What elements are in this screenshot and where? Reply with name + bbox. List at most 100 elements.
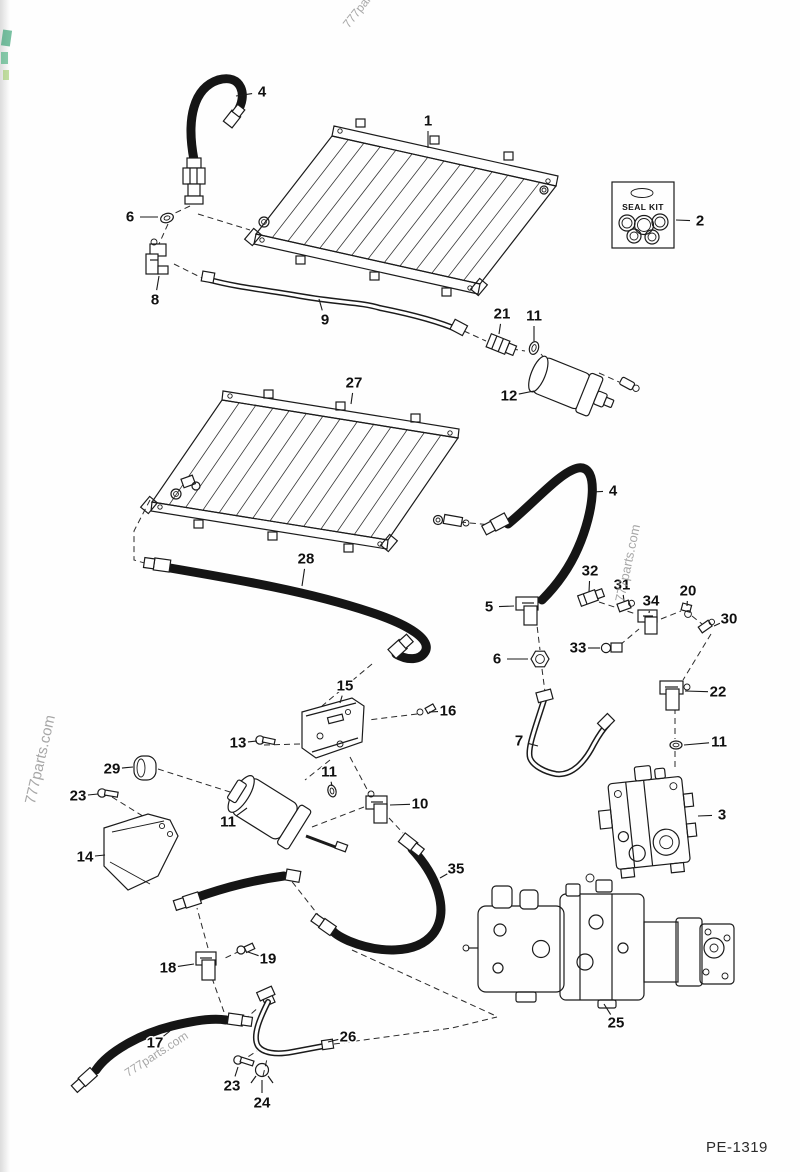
callout-34: 34 [643, 593, 660, 610]
fitting-32 [576, 587, 606, 608]
callout-10: 10 [412, 796, 429, 813]
callout-leader-18 [177, 963, 195, 968]
clip-16 [416, 703, 437, 716]
callout-12: 12 [501, 388, 518, 405]
hose-17 [70, 1012, 254, 1094]
plug-30 [697, 618, 715, 634]
callout-4: 4 [609, 483, 618, 500]
filter-drain-fitting [334, 840, 349, 853]
callout-26: 26 [340, 1029, 357, 1046]
seal-kit-box: SEAL KIT [611, 181, 675, 249]
callout-16: 16 [440, 703, 457, 720]
callout-23: 23 [224, 1078, 241, 1095]
oil-cooler-upper [243, 118, 559, 297]
callout-32: 32 [582, 563, 599, 580]
callout-leader-4 [591, 490, 604, 493]
callout-leader-3 [697, 814, 713, 817]
elbow-fitting-34 [637, 609, 658, 635]
callout-leader-23 [87, 793, 99, 796]
callout-leader-27 [350, 392, 354, 405]
callout-leader-11 [330, 781, 333, 787]
callout-leader-14 [94, 854, 106, 857]
callout-11: 11 [526, 308, 542, 325]
callout-30: 30 [721, 611, 738, 628]
steel-tube-7 [526, 688, 616, 778]
plug-20 [680, 602, 693, 618]
callout-3: 3 [718, 807, 726, 824]
callout-leader-5 [498, 605, 515, 608]
callout-leader-22 [684, 690, 709, 693]
callout-leader-8 [156, 275, 160, 291]
scan-artifact [1, 52, 8, 64]
cap-29 [133, 755, 157, 781]
oil-cooler-lower [139, 389, 470, 553]
elbow-fitting-8 [145, 238, 169, 275]
callout-2: 2 [696, 213, 704, 230]
callout-33: 33 [570, 640, 587, 657]
callout-11: 11 [711, 734, 727, 751]
callout-leader-31 [622, 594, 625, 602]
callout-leader-12 [518, 390, 535, 395]
callout-9: 9 [321, 312, 329, 329]
callout-27: 27 [346, 375, 363, 392]
seal-kit-label: SEAL KIT [622, 202, 664, 212]
callout-leader-19 [247, 951, 259, 957]
callout-leader-13 [247, 740, 258, 743]
hydrostatic-pump-25 [462, 873, 735, 1009]
callout-31: 31 [614, 577, 631, 594]
elbow-fitting-22 [659, 680, 691, 711]
bolt-23-lower [233, 1055, 255, 1067]
callout-4: 4 [258, 84, 267, 101]
callout-11: 11 [321, 764, 337, 781]
seal-ring-6-upper [160, 212, 174, 224]
callout-18: 18 [160, 960, 177, 977]
washer-11-mid-a [327, 784, 337, 798]
callout-leader-32 [588, 580, 591, 593]
callout-8: 8 [151, 292, 159, 309]
fitting-21 [485, 332, 518, 357]
steel-tube-9 [200, 270, 469, 337]
callout-23: 23 [70, 788, 87, 805]
fitting-31 [616, 599, 635, 613]
callout-25: 25 [608, 1015, 625, 1032]
callout-leader-17 [162, 1030, 171, 1038]
callout-leader-11 [235, 807, 248, 817]
callout-leader-15 [339, 695, 343, 704]
callout-leader-23 [234, 1066, 239, 1077]
filter-drain-tube [305, 834, 339, 850]
bolt-23-upper [97, 788, 119, 798]
nut-6-middle [530, 650, 550, 668]
callout-19: 19 [260, 951, 277, 968]
callout-1: 1 [424, 113, 432, 130]
plug-19 [236, 942, 256, 955]
callout-6: 6 [126, 209, 134, 226]
oil-filter-upper [528, 355, 615, 417]
callout-7: 7 [515, 733, 523, 750]
callout-17: 17 [147, 1035, 164, 1052]
scan-edge-shadow [0, 0, 10, 1172]
callout-24: 24 [254, 1095, 271, 1112]
callout-11: 11 [220, 814, 236, 831]
guard-plate-14 [103, 813, 179, 891]
callout-leader-28 [301, 568, 306, 587]
oil-filter-lower [227, 775, 312, 850]
callout-leader-25 [603, 1003, 612, 1015]
elbow-fitting-10 [365, 790, 388, 824]
callout-21: 21 [494, 306, 511, 323]
plug-fitting-upper [619, 376, 640, 392]
washer-11-upper [528, 341, 540, 355]
callout-35: 35 [448, 861, 465, 878]
callout-29: 29 [104, 761, 121, 778]
steel-tube-26 [252, 985, 335, 1057]
callout-leader-10 [389, 803, 411, 806]
callout-leader-30 [713, 622, 721, 627]
control-valve-3 [597, 765, 698, 879]
callout-leader-2 [675, 219, 691, 222]
callout-leader-7 [528, 743, 539, 747]
callout-5: 5 [485, 599, 493, 616]
scan-artifact [3, 70, 9, 80]
callout-leader-4 [235, 92, 253, 97]
hose-35 [310, 832, 446, 955]
